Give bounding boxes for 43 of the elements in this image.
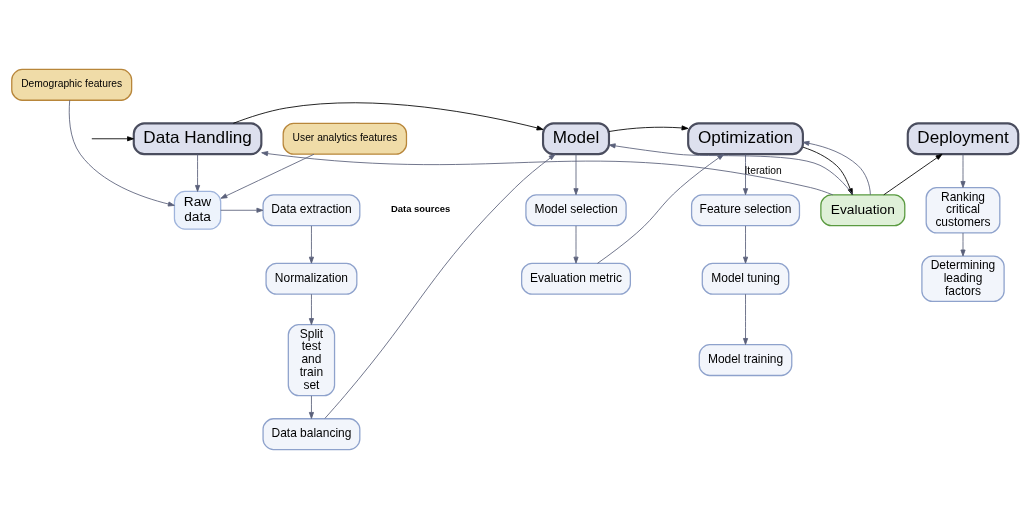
arrow	[573, 153, 579, 195]
node-box: Ranking critical customers	[925, 186, 1001, 234]
arrow	[324, 153, 556, 419]
node-box: Model selection	[525, 193, 627, 226]
node-box: Data Handling	[132, 121, 263, 155]
arrow	[883, 153, 943, 195]
arrow	[802, 140, 871, 195]
arrow	[308, 225, 314, 264]
arrow	[802, 146, 853, 195]
arrow	[597, 153, 725, 264]
node-box: Data extraction	[262, 193, 361, 226]
node-box: Determining leading factors	[921, 254, 1005, 302]
node-box: Model tuning	[701, 262, 790, 295]
node-box: Split test and train set	[287, 323, 336, 396]
arrow	[308, 293, 314, 325]
arrow	[608, 142, 854, 195]
node-box: Evaluation	[820, 193, 906, 226]
arrow	[68, 99, 175, 206]
node-box: Feature selection	[690, 193, 801, 226]
node-box: Raw data	[173, 190, 222, 230]
arrow	[573, 225, 579, 264]
node-box: Optimization	[687, 121, 804, 155]
arrow	[743, 225, 749, 264]
label: Data sources	[391, 202, 451, 214]
node-box: Normalization	[265, 262, 358, 295]
node-box: Demographic features	[11, 68, 133, 101]
node-box: Model training	[698, 343, 793, 376]
node-box: Data balancing	[262, 417, 361, 450]
node-box: Evaluation metric	[521, 262, 631, 295]
arrow	[91, 135, 134, 141]
node-box: Deployment	[906, 121, 1020, 155]
node-box: User analytics features	[282, 122, 408, 155]
arrow	[220, 153, 315, 199]
node-box: Model	[541, 121, 611, 155]
arrow	[195, 153, 201, 192]
arrow	[608, 124, 689, 132]
arrow	[960, 153, 966, 188]
arrow	[220, 207, 264, 213]
edge-label: Iteration	[744, 164, 782, 176]
arrow	[743, 293, 749, 345]
arrow	[308, 394, 314, 419]
arrow	[232, 101, 544, 130]
arrow	[960, 232, 966, 256]
